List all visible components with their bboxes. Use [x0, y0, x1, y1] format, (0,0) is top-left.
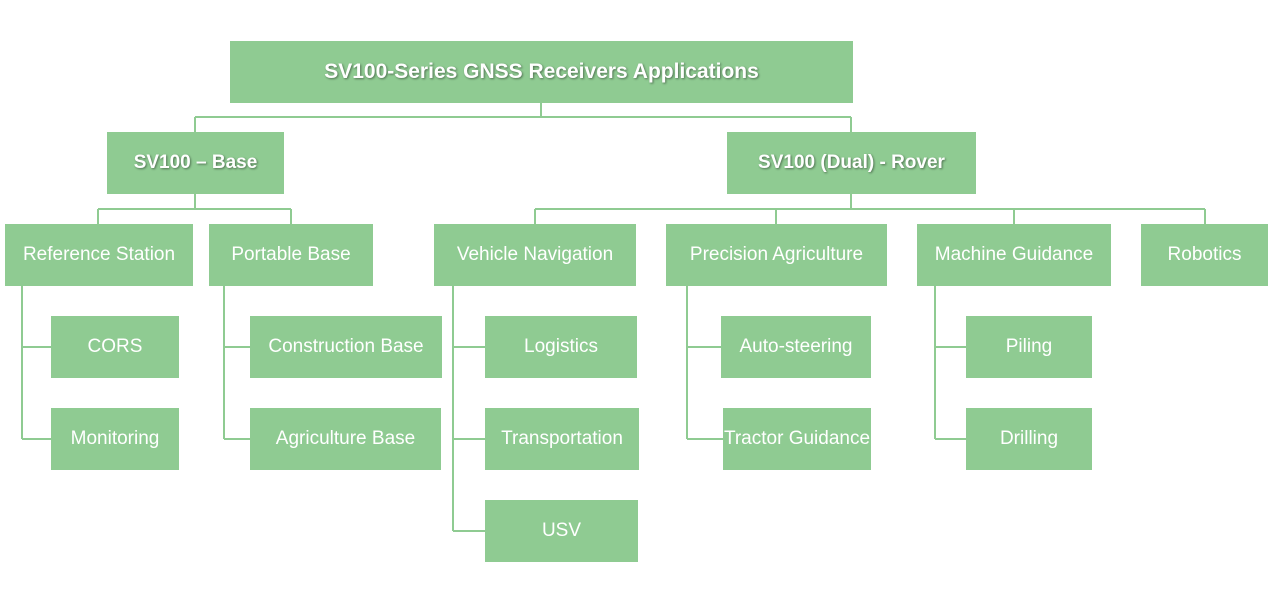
- machine-guidance-node: Machine Guidance: [917, 224, 1111, 286]
- piling-node: Piling: [966, 316, 1092, 378]
- drilling-node: Drilling: [966, 408, 1092, 470]
- logistics-node: Logistics: [485, 316, 637, 378]
- auto-steering-node: Auto-steering: [721, 316, 871, 378]
- connector-vehicle-navigation-items: [452, 286, 485, 532]
- connector-machine-guidance-items: [934, 286, 966, 440]
- connector-base-to-children: [97, 194, 292, 224]
- cors-node: CORS: [51, 316, 179, 378]
- connector-root-to-children: [194, 103, 852, 132]
- rover-node: SV100 (Dual) - Rover: [727, 132, 976, 194]
- connector-precision-agriculture-items: [686, 286, 723, 440]
- connector-reference-station-items: [21, 286, 51, 440]
- transportation-node: Transportation: [485, 408, 639, 470]
- vehicle-navigation-node: Vehicle Navigation: [434, 224, 636, 286]
- usv-node: USV: [485, 500, 638, 562]
- agriculture-base-node: Agriculture Base: [250, 408, 441, 470]
- connector-portable-base-items: [223, 286, 250, 440]
- precision-agriculture-node: Precision Agriculture: [666, 224, 887, 286]
- root-node: SV100-Series GNSS Receivers Applications: [230, 41, 853, 103]
- base-node: SV100 – Base: [107, 132, 284, 194]
- connector-rover-to-children: [534, 194, 1206, 224]
- reference-station-node: Reference Station: [5, 224, 193, 286]
- robotics-node: Robotics: [1141, 224, 1268, 286]
- construction-base-node: Construction Base: [250, 316, 442, 378]
- tractor-guidance-node: Tractor Guidance: [723, 408, 871, 470]
- monitoring-node: Monitoring: [51, 408, 179, 470]
- portable-base-node: Portable Base: [209, 224, 373, 286]
